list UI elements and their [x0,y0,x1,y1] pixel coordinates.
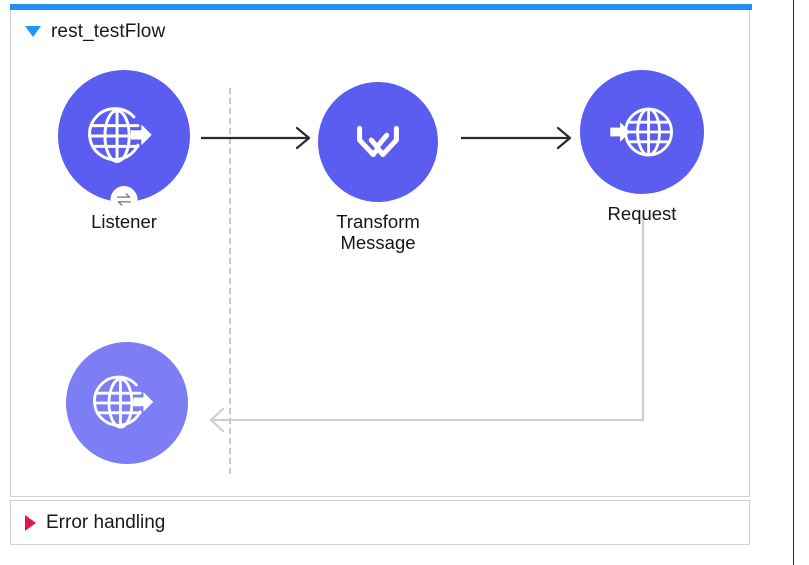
transform-message-bubble[interactable] [318,82,438,202]
listener-bubble[interactable] [58,70,190,213]
node-listener-response[interactable] [66,342,188,473]
node-request-label: Request [607,203,677,224]
connector-transform-to-request [461,126,572,150]
node-listener-label: Listener [91,211,157,232]
request-response-badge [110,186,138,213]
connector-listener-to-transform [201,126,311,150]
right-side-pane [794,0,809,565]
http-listener-response-globe-arrow-out-icon [93,375,154,429]
request-response-exchange-icon [116,193,132,206]
http-listener-globe-arrow-out-icon [88,107,152,163]
right-panel-divider [793,0,794,565]
flow-canvas: Listener Transform Message [11,52,749,495]
error-handling-label: Error handling [46,512,166,533]
flow-header[interactable]: rest_testFlow [11,10,749,52]
node-transform-message-label: Transform Message [336,211,420,254]
triangle-down-icon[interactable] [25,25,41,37]
flow-panel[interactable]: rest_testFlow [10,10,750,497]
triangle-right-icon[interactable] [25,514,36,531]
error-handling-section[interactable]: Error handling [10,500,750,545]
request-bubble[interactable] [580,70,704,194]
http-request-globe-arrow-in-icon [610,107,673,157]
transform-message-chevrons-icon [357,125,399,158]
node-listener[interactable]: Listener [58,70,190,232]
node-transform-message[interactable]: Transform Message [318,82,438,254]
listener-response-bubble[interactable] [66,342,188,464]
node-request[interactable]: Request [580,70,704,224]
source-process-divider [229,88,231,474]
flow-title: rest_testFlow [51,20,166,42]
flow-selection-bar [10,4,752,10]
flow-container: rest_testFlow [10,4,752,545]
